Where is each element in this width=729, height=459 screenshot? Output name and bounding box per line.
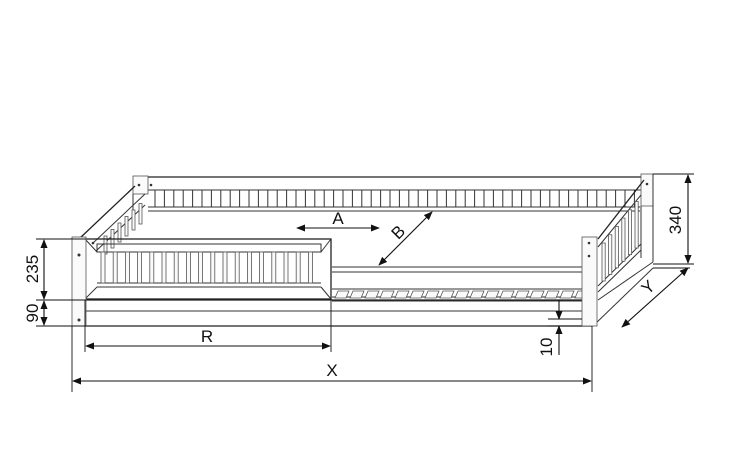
label-b: B [388, 222, 409, 243]
slat [364, 290, 380, 299]
slat [424, 290, 440, 299]
slat [259, 251, 265, 284]
slat [271, 251, 277, 284]
right-rail-slats [601, 201, 639, 282]
label-10: 10 [537, 338, 556, 357]
slat [469, 290, 485, 299]
slat [514, 290, 530, 299]
slat [379, 290, 395, 299]
slat [334, 290, 350, 299]
slat [222, 251, 228, 284]
slat [137, 251, 143, 284]
slat [117, 222, 122, 243]
dimension-340: 340 [653, 173, 694, 265]
dimension-235: 235 [23, 238, 86, 301]
slat [601, 242, 606, 282]
slat [484, 290, 500, 299]
label-90: 90 [23, 304, 42, 323]
back-right-post [640, 173, 654, 262]
slat [499, 290, 515, 299]
dimension-b: B [378, 211, 433, 266]
label-x: X [326, 361, 337, 380]
slat [100, 251, 106, 284]
front-right-post [581, 236, 598, 327]
slat [559, 290, 575, 299]
slat [614, 225, 619, 269]
slat [198, 251, 204, 284]
dimension-a: A [296, 209, 380, 232]
slat [124, 216, 129, 237]
slatted-base [332, 266, 590, 302]
slat [628, 209, 633, 256]
slat [112, 251, 118, 284]
slat [283, 251, 289, 284]
slat [149, 251, 155, 284]
slat [161, 251, 167, 284]
slat [185, 251, 191, 284]
label-a: A [332, 209, 344, 228]
slat [394, 290, 410, 299]
slat [295, 251, 301, 284]
slat [409, 290, 425, 299]
slat [349, 290, 365, 299]
slat [125, 251, 130, 284]
slat [138, 203, 143, 225]
slat [454, 290, 470, 299]
front-guard-slats [100, 251, 313, 284]
slat [529, 290, 545, 299]
base-slats [334, 290, 590, 299]
slat [246, 251, 252, 284]
label-235: 235 [23, 255, 42, 283]
dimension-90: 90 [23, 300, 86, 327]
slat [103, 235, 108, 255]
front-rail [85, 299, 592, 327]
slat [131, 209, 136, 231]
dimension-10: 10 [537, 300, 582, 356]
slat [608, 234, 613, 275]
slat [307, 251, 313, 284]
slat [173, 251, 179, 284]
label-r: R [201, 327, 213, 346]
front-left-post [71, 236, 87, 327]
label-340: 340 [666, 206, 685, 234]
slat [234, 251, 240, 284]
front-guard-panel [84, 238, 332, 300]
slat [621, 217, 626, 262]
slat [634, 201, 639, 249]
slat [544, 290, 560, 299]
slat [210, 251, 216, 284]
back-rail [148, 176, 648, 212]
dimension-r: R [84, 300, 332, 352]
back-left-post [132, 175, 153, 210]
slat [439, 290, 455, 299]
back-rail-slats [154, 190, 635, 207]
dimension-x: X [71, 326, 593, 392]
left-rail-slats [103, 203, 143, 255]
